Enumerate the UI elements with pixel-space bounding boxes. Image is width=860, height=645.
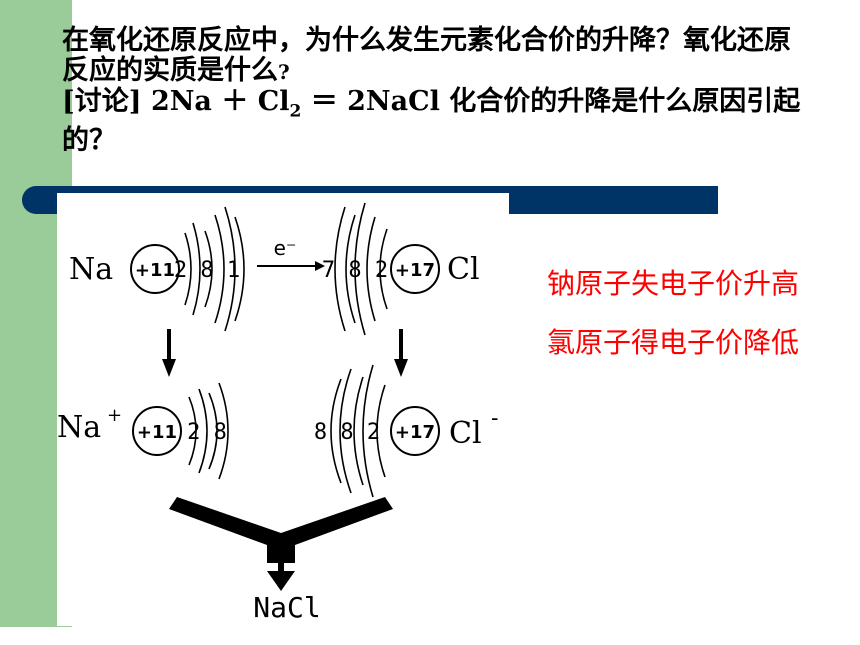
na-ion-symbol: Na <box>57 410 101 445</box>
cl-nucleus: +17 <box>395 260 435 281</box>
cl-ion-charge: - <box>491 406 498 431</box>
cl-ion-nucleus: +17 <box>395 422 435 443</box>
na-nucleus: +11 <box>135 260 175 281</box>
cl-ion-shells: 8 8 2 <box>314 420 380 445</box>
product-nacl: NaCl <box>253 591 320 624</box>
na-ion-nucleus: +11 <box>137 422 177 443</box>
na-ion-charge: + <box>107 405 122 426</box>
cl-shells: 7 8 2 <box>322 258 388 283</box>
question-text: 在氧化还原反应中，为什么发生元素化合价的升降？氧化还原反应的实质是什么? [讨论… <box>62 26 802 156</box>
na-symbol: Na <box>69 252 113 287</box>
question-line-3-tail: 化合价的升降是什么原因引起的？ <box>62 86 801 157</box>
electron-arrowhead <box>315 261 325 271</box>
electron-label: e⁻ <box>274 236 297 260</box>
discussion-label: [讨论] <box>62 86 142 117</box>
na-shells: 2 8 1 <box>174 258 240 283</box>
cl-nucleus-circle <box>390 244 440 294</box>
equation: 2Na ＋ Cl2 ＝ 2NaCl <box>150 86 440 122</box>
combine-arrow <box>169 497 393 563</box>
cl-ion-nucleus-circle <box>390 406 440 456</box>
electron-transfer-diagram: Na +11 2 8 1 e⁻ 7 8 2 +17 Cl Na + +11 <box>57 193 509 626</box>
chlorine-note: 氯原子得电子价降低 <box>547 326 800 359</box>
na-ion-shells: 2 8 <box>187 420 227 445</box>
cl-symbol: Cl <box>447 252 480 287</box>
na-ion-nucleus-circle <box>132 406 182 456</box>
question-line-1: 在氧化还原反应中，为什么发生元素化合价的升降？氧化还原反应的实质是什么? <box>62 25 791 86</box>
cl-down-arrowhead <box>394 359 408 377</box>
na-nucleus-circle <box>130 244 180 294</box>
combine-arrowhead <box>267 571 295 591</box>
cl-ion-symbol: Cl <box>449 416 482 451</box>
sodium-note: 钠原子失电子价升高 <box>547 267 800 300</box>
na-down-arrowhead <box>162 359 176 377</box>
